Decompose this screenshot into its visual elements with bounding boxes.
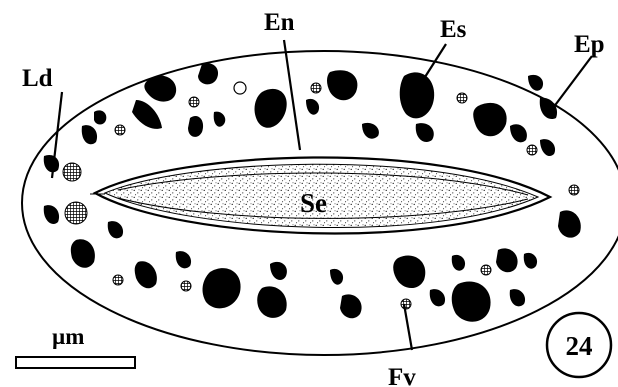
label-ep: Ep [574,31,605,58]
granule [44,155,59,172]
hatched-vesicle [189,97,199,107]
granule [496,248,518,272]
hatched-vesicle [481,265,491,275]
granule [198,63,218,84]
hatched-vesicle [527,145,537,155]
granule [108,221,123,238]
granule [188,116,203,137]
granule [327,70,357,100]
hatched-vesicle [115,125,125,135]
granule [306,99,319,115]
granule [416,123,434,142]
scale-bar [16,357,135,368]
granule [393,255,425,288]
granule [176,251,191,268]
granule [452,255,465,271]
granule [524,253,537,269]
granule [340,294,362,318]
hatched-vesicle [401,299,411,309]
granule [257,286,286,317]
granule [44,205,59,224]
label-se: Se [300,188,327,218]
scale-bar-label: µm [52,324,84,349]
granule [473,103,506,136]
granule [214,112,226,127]
label-en: En [264,9,295,36]
granule [144,76,176,102]
granule [82,125,97,144]
leader-es [418,44,446,88]
hatched-vesicle [457,93,467,103]
granule [135,261,157,288]
hatched-vesicle [569,185,579,195]
granule [510,289,525,306]
granule [430,289,445,306]
hatched-vesicle [65,202,87,224]
granule [132,100,162,129]
granule [528,75,543,91]
granule [452,281,491,321]
leader-fv [404,304,412,350]
granule [203,268,241,308]
granule [330,269,343,285]
granule [400,72,434,118]
granule [255,89,287,128]
hatched-vesicle [181,281,191,291]
leader-ep [550,56,592,112]
figure-number: 24 [566,331,593,361]
label-es: Es [440,16,467,43]
granule [94,110,106,124]
granule [270,262,287,280]
granule [71,239,95,268]
label-ld: Ld [22,65,53,92]
hatched-vesicle [311,83,321,93]
granule [540,98,557,119]
granule [510,124,527,142]
granule [558,210,581,237]
label-fv: Fv [388,364,416,387]
leader-en [284,40,300,150]
granule [540,139,555,156]
vesicle [234,82,246,94]
hatched-vesicle [63,163,81,181]
granule [362,123,379,139]
hatched-vesicle [113,275,123,285]
